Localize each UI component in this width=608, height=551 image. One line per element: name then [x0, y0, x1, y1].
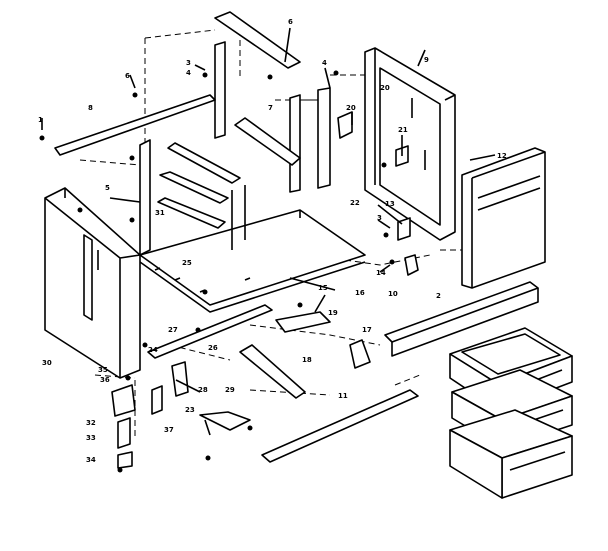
callout-35: 35 — [98, 366, 108, 374]
right-side-frame — [364, 47, 456, 241]
callout-7: 7 — [268, 104, 273, 112]
callout-6-rail: 6 — [125, 72, 130, 80]
callout-3: 3 — [186, 59, 191, 67]
left-side-panel — [44, 187, 141, 379]
callout-31: 31 — [155, 209, 165, 217]
left-vertical-channels — [139, 41, 331, 256]
callout-27: 27 — [168, 326, 178, 334]
callout-28: 28 — [198, 386, 208, 394]
callout-37: 37 — [164, 426, 174, 434]
rear-panel — [461, 147, 546, 289]
callout-22: 22 — [350, 199, 360, 207]
top-rails — [54, 11, 301, 229]
callout-16: 16 — [355, 289, 365, 297]
callout-8: 8 — [88, 104, 93, 112]
callout-4-right: 4 — [322, 59, 327, 67]
callout-34: 34 — [86, 456, 96, 464]
callout-36: 36 — [100, 376, 110, 384]
callout-21: 21 — [398, 126, 408, 134]
brackets — [111, 111, 419, 431]
lower-rails — [147, 281, 539, 463]
callout-26: 26 — [208, 344, 218, 352]
callout-18: 18 — [302, 356, 312, 364]
callout-1: 1 — [38, 116, 43, 124]
callout-11: 11 — [338, 392, 348, 400]
callout-4: 4 — [186, 69, 191, 77]
callout-30: 30 — [42, 359, 52, 367]
callout-19: 19 — [328, 309, 338, 317]
callout-24: 24 — [148, 346, 158, 354]
callout-3-right: 3 — [377, 214, 382, 222]
callout-2: 2 — [436, 292, 441, 300]
callout-17: 17 — [362, 326, 372, 334]
cabinet-floor — [139, 185, 366, 313]
callout-6: 6 — [288, 18, 293, 26]
callout-9: 9 — [424, 56, 429, 64]
callout-29: 29 — [225, 386, 235, 394]
callout-10: 10 — [388, 290, 398, 298]
leader-lines — [41, 27, 496, 436]
callout-5: 5 — [105, 184, 110, 192]
callout-labels: 1 3 4 6 6 7 8 9 4 20 20 21 12 22 13 3 14… — [38, 18, 507, 464]
callout-25: 25 — [182, 259, 192, 267]
callout-33: 33 — [86, 434, 96, 442]
callout-32: 32 — [86, 419, 96, 427]
callout-13: 13 — [385, 200, 395, 208]
callout-20-left: 20 — [346, 104, 356, 112]
callout-15: 15 — [318, 284, 328, 292]
callout-20: 20 — [380, 84, 390, 92]
leveling-feet — [117, 417, 133, 469]
callout-23: 23 — [185, 406, 195, 414]
screws — [39, 70, 395, 473]
callout-14: 14 — [376, 269, 386, 277]
callout-12: 12 — [497, 152, 507, 160]
drawer-bottom — [449, 409, 573, 499]
